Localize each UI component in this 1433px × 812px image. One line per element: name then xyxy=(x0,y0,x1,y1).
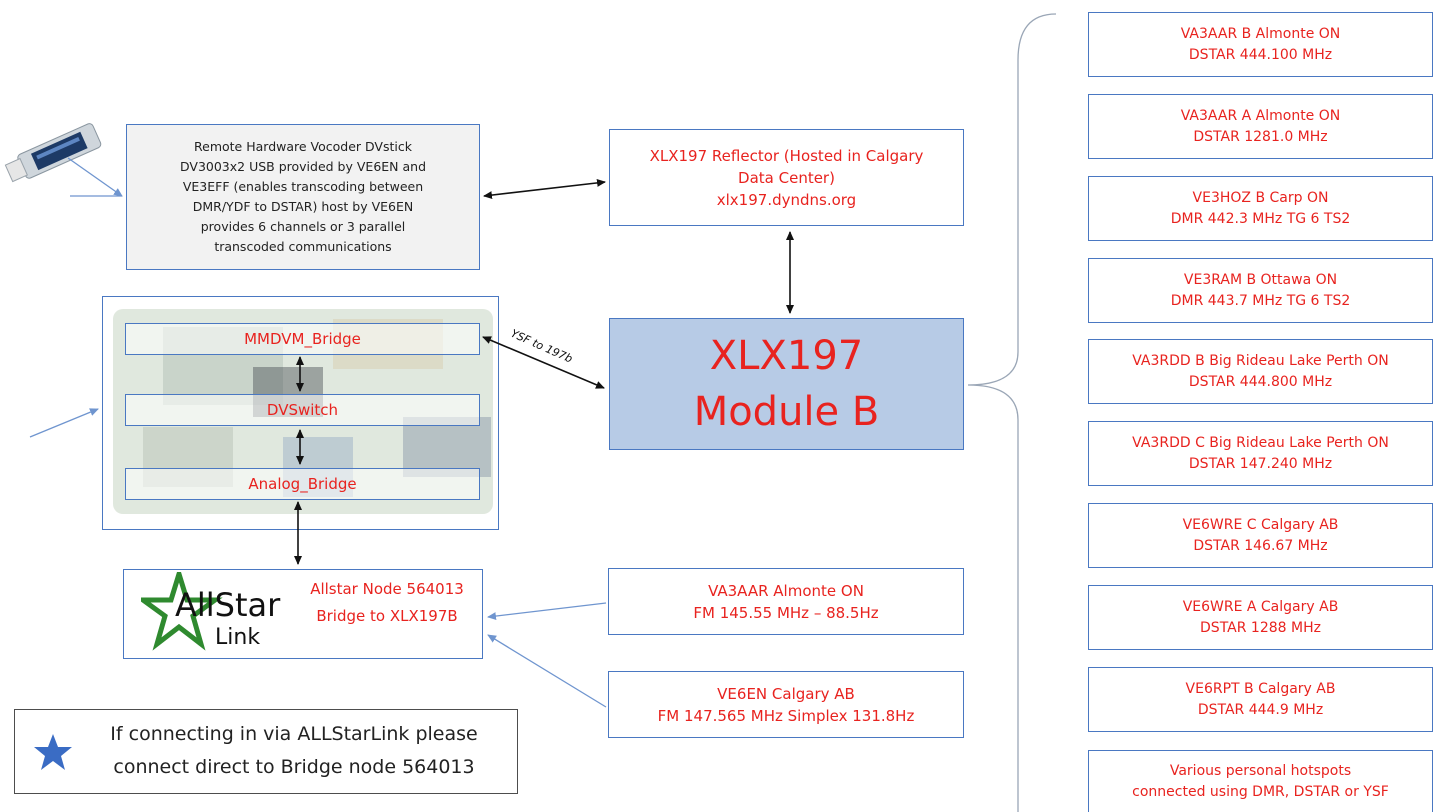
fm-node-box: VA3AAR Almonte ON FM 145.55 MHz – 88.5Hz xyxy=(608,568,964,635)
allstar-line: 564013 xyxy=(406,580,464,598)
allstarlink-note-box: If connecting in via ALLStarLink please … xyxy=(14,709,518,794)
reflector-line: xlx197.dyndns.org xyxy=(716,190,857,209)
allstar-line: Allstar Node xyxy=(310,580,402,598)
repeater-line: DSTAR 146.67 MHz xyxy=(1193,537,1328,554)
vocoder-box: Remote Hardware Vocoder DVstick DV3003x2… xyxy=(126,124,480,270)
allstar-link-logo: AllStar Link xyxy=(141,572,281,651)
vocoder-line: DV3003x2 USB provided by VE6EN and xyxy=(179,159,427,174)
reflector-line: XLX197 Reflector (Hosted in Calgary xyxy=(649,146,924,165)
module-title: XLX197 xyxy=(709,333,864,379)
repeater-line: DSTAR 444.9 MHz xyxy=(1197,701,1324,718)
allstar-node-label: Allstar Node 564013 Bridge to XLX197B xyxy=(294,576,480,630)
vocoder-line: DMR/YDF to DSTAR) host by VE6EN xyxy=(192,199,414,214)
repeater-group-brace xyxy=(967,13,1057,812)
analog-bridge-layer: Analog_Bridge xyxy=(125,468,480,500)
repeater-box: VA3AAR B Almonte ON DSTAR 444.100 MHz xyxy=(1088,12,1433,77)
vocoder-line: Remote Hardware Vocoder DVstick xyxy=(194,139,412,154)
module-b-box: XLX197 Module B xyxy=(609,318,964,450)
repeater-line: DSTAR 444.100 MHz xyxy=(1188,46,1333,63)
repeater-line: DMR 443.7 MHz TG 6 TS2 xyxy=(1170,292,1351,309)
star-icon xyxy=(34,734,72,770)
repeater-box: VE6RPT B Calgary AB DSTAR 444.9 MHz xyxy=(1088,667,1433,732)
vocoder-line: provides 6 channels or 3 parallel xyxy=(200,219,406,234)
repeater-line: VE6WRE C Calgary AB xyxy=(1182,516,1339,533)
repeater-line: VA3RDD C Big Rideau Lake Perth ON xyxy=(1132,434,1389,451)
repeater-line: Various personal hotspots xyxy=(1169,762,1352,779)
vocoder-line: transcoded communications xyxy=(214,239,392,254)
mmdvm-bridge-layer: MMDVM_Bridge xyxy=(125,323,480,355)
fm-node-line: VA3AAR Almonte ON xyxy=(708,581,864,600)
repeater-line: DMR 442.3 MHz TG 6 TS2 xyxy=(1170,210,1351,227)
repeater-box: VE3HOZ B Carp ON DMR 442.3 MHz TG 6 TS2 xyxy=(1088,176,1433,241)
vocoder-line: VE3EFF (enables transcoding between xyxy=(182,179,424,194)
repeater-line: VA3RDD B Big Rideau Lake Perth ON xyxy=(1132,352,1389,369)
repeater-box: Various personal hotspots connected usin… xyxy=(1088,750,1433,812)
repeater-line: DSTAR 1288 MHz xyxy=(1200,619,1321,636)
vocoder-reflector-arrow xyxy=(483,178,606,200)
reflector-box: XLX197 Reflector (Hosted in Calgary Data… xyxy=(609,129,964,226)
note-line: connect direct to Bridge node 564013 xyxy=(113,756,475,778)
dvswitch-layer: DVSwitch xyxy=(125,394,480,426)
repeater-line: DSTAR 444.800 MHz xyxy=(1188,373,1333,390)
module-subtitle: Module B xyxy=(693,389,880,435)
bridge-module-arrow xyxy=(482,336,605,389)
repeater-box: VA3RDD B Big Rideau Lake Perth ON DSTAR … xyxy=(1088,339,1433,404)
fm-node-1-arrow xyxy=(487,602,607,621)
fm-node-2-arrow xyxy=(487,634,607,708)
repeater-line: VA3AAR A Almonte ON xyxy=(1180,107,1341,124)
dvstick-usb-image xyxy=(4,123,102,183)
reflector-line: Data Center) xyxy=(738,168,835,187)
repeater-line: VA3AAR B Almonte ON xyxy=(1180,25,1341,42)
logo-word-allstar: AllStar xyxy=(175,586,281,624)
repeater-line: VE6RPT B Calgary AB xyxy=(1185,680,1336,697)
fm-node-line: FM 147.565 MHz Simplex 131.8Hz xyxy=(657,706,915,725)
repeater-box: VE6WRE A Calgary AB DSTAR 1288 MHz xyxy=(1088,585,1433,650)
logo-word-link: Link xyxy=(215,625,260,650)
repeater-line: DSTAR 147.240 MHz xyxy=(1188,455,1333,472)
repeater-line: DSTAR 1281.0 MHz xyxy=(1193,128,1328,145)
repeater-line: VE3HOZ B Carp ON xyxy=(1192,189,1329,206)
repeater-box: VA3AAR A Almonte ON DSTAR 1281.0 MHz xyxy=(1088,94,1433,159)
note-line: If connecting in via ALLStarLink please xyxy=(110,723,478,745)
repeater-line: VE6WRE A Calgary AB xyxy=(1182,598,1339,615)
raspberry-pi-bridge-stack: MMDVM_Bridge DVSwitch Analog_Bridge xyxy=(102,296,499,530)
repeater-box: VE3RAM B Ottawa ON DMR 443.7 MHz TG 6 TS… xyxy=(1088,258,1433,323)
external-bridge-arrow xyxy=(29,408,99,438)
fm-node-box: VE6EN Calgary AB FM 147.565 MHz Simplex … xyxy=(608,671,964,738)
fm-node-line: VE6EN Calgary AB xyxy=(717,684,855,703)
ysf-link-label: YSF to 197b xyxy=(509,327,575,366)
note-text: If connecting in via ALLStarLink please … xyxy=(79,718,509,784)
fm-node-line: FM 145.55 MHz – 88.5Hz xyxy=(693,603,879,622)
repeater-line: VE3RAM B Ottawa ON xyxy=(1183,271,1338,288)
repeater-line: connected using DMR, DSTAR or YSF xyxy=(1132,783,1389,800)
repeater-box: VA3RDD C Big Rideau Lake Perth ON DSTAR … xyxy=(1088,421,1433,486)
allstar-line: Bridge to XLX197B xyxy=(316,607,458,625)
repeater-box: VE6WRE C Calgary AB DSTAR 146.67 MHz xyxy=(1088,503,1433,568)
